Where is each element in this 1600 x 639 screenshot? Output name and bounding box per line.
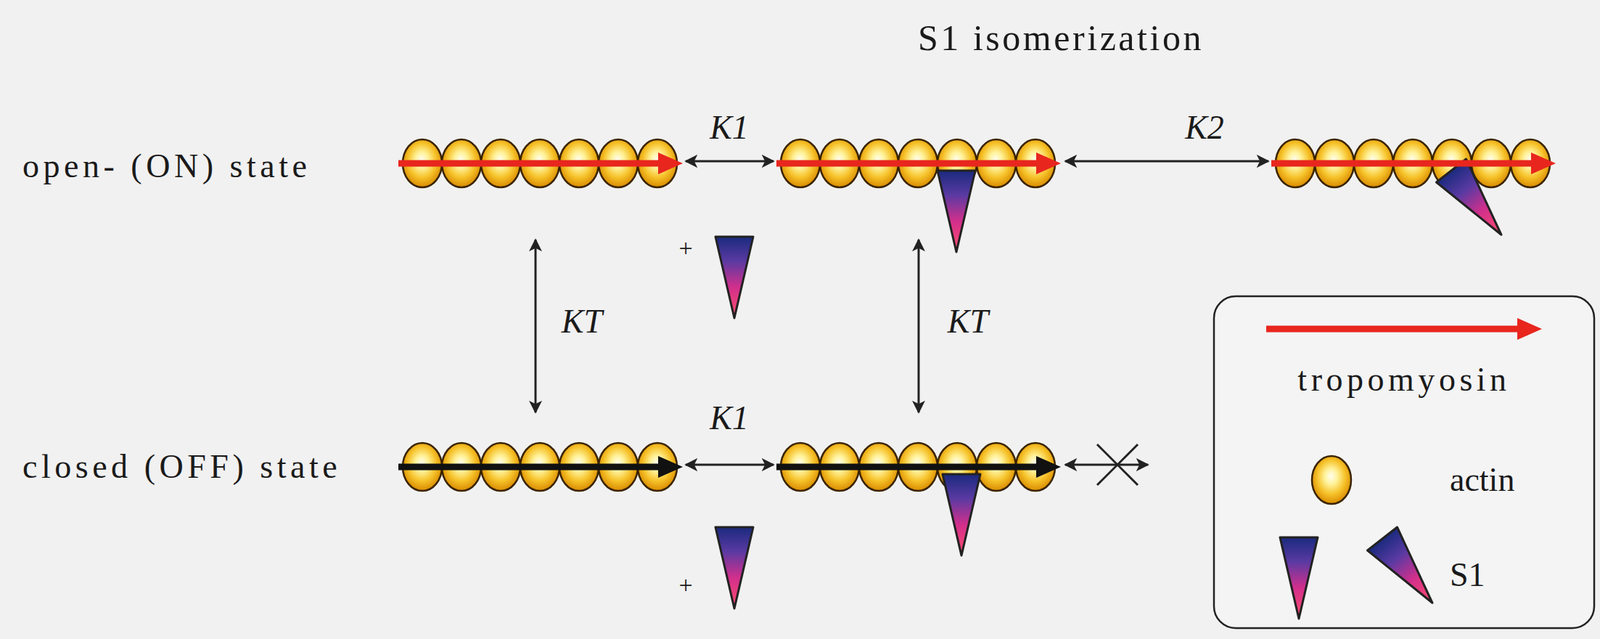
equilibrium-arrow [917,239,921,413]
s1-triangle [1436,158,1517,246]
state-label: closed (OFF) state [22,448,342,486]
s1-triangle [937,170,976,252]
tropomyosin-head [658,455,683,478]
equilibrium-arrow [1065,160,1269,163]
plus-sign: + [678,234,693,262]
legend-box [1213,296,1595,628]
s1-head [1280,536,1318,619]
s1-triangle [1367,526,1448,614]
tropomyosin-strand [398,160,662,167]
s1-head [1367,526,1448,614]
s1-triangle [1280,536,1318,619]
plus-sign: + [678,571,693,598]
tropomyosin-strand [776,463,1040,471]
title-label: S1 isomerization [917,18,1204,59]
actin-monomer [1311,455,1352,504]
tropomyosin-head [1036,152,1061,175]
constant-label: KT [561,303,603,341]
legend-text: tropomyosin [1297,361,1511,399]
equilibrium-arrow [1065,463,1148,466]
s1-head [1436,158,1517,246]
equilibrium-arrow [685,463,774,466]
equilibrium-arrow [685,160,774,163]
s1-head [942,473,981,556]
constant-label: K1 [709,109,749,147]
legend-text: actin [1449,461,1515,499]
constant-label: KT [947,303,989,341]
blocked-cross [1097,444,1138,485]
tropomyosin-strand [398,463,662,471]
s1-triangle [715,236,754,318]
equilibrium-arrow [534,239,537,413]
tropomyosin-head [1036,455,1061,478]
legend-text: S1 [1449,556,1486,594]
s1-triangle [715,526,754,609]
tropomyosin-strand [1271,160,1534,167]
s1-head [715,236,754,318]
tropomyosin-strand [776,160,1040,167]
tropomyosin-head [658,152,683,175]
s1-head [715,526,754,609]
s1-triangle [942,473,981,556]
tropomyosin-head [1531,152,1556,175]
state-label: open- (ON) state [22,148,311,186]
constant-label: K1 [709,399,749,437]
blocked-cross [1097,444,1138,485]
constant-label: K2 [1184,109,1225,147]
s1-head [937,170,976,252]
tropomyosin-strand [1266,325,1521,333]
tropomyosin-head [1517,317,1542,340]
